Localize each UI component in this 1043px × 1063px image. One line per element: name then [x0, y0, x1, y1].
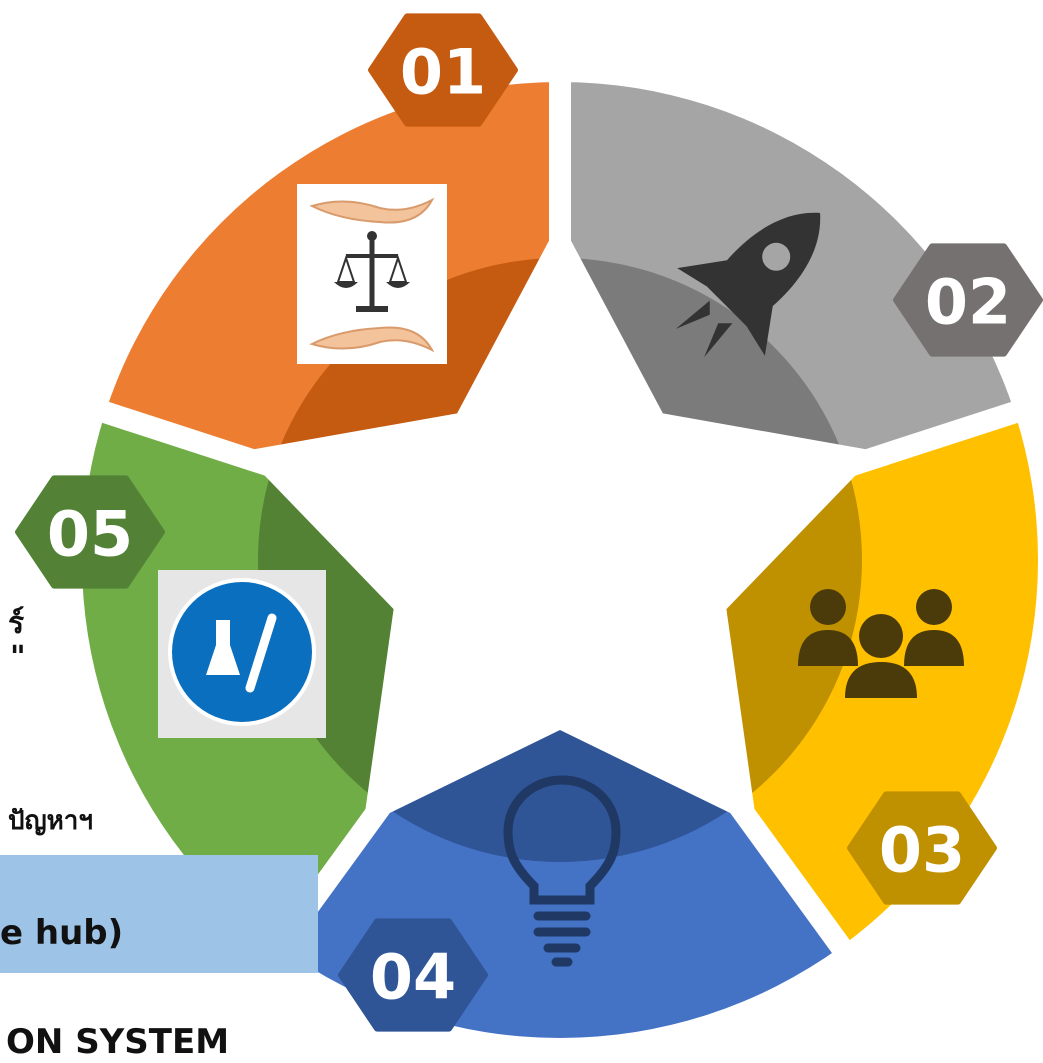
left-text-fragment-3: ปัญหาฯ — [8, 806, 93, 836]
bottom-text: ON SYSTEM — [6, 1022, 230, 1062]
badge-hexagon — [847, 791, 997, 905]
badge-number: 03 — [879, 814, 965, 887]
badge-01: 01 — [368, 13, 518, 127]
rocket-icon — [675, 212, 821, 358]
badge-number: 05 — [47, 498, 133, 571]
badge-hexagon — [15, 475, 165, 589]
badge-03: 03 — [847, 791, 997, 905]
left-text-fragment-1: ร์ — [8, 606, 25, 641]
badge-05: 05 — [15, 475, 165, 589]
lightbulb-icon — [503, 775, 621, 967]
badge-hexagon — [338, 918, 488, 1032]
badge-04: 04 — [338, 918, 488, 1032]
badge-02: 02 — [893, 243, 1043, 357]
highlight-box: e hub) — [0, 855, 318, 973]
badge-hexagon — [893, 243, 1043, 357]
badge-hexagon — [368, 13, 518, 127]
left-text-fragment-2: " — [10, 640, 26, 675]
badge-number: 01 — [400, 36, 486, 109]
people-group-icon — [798, 589, 964, 698]
center-star — [356, 366, 764, 754]
justice-hands-icon — [297, 184, 447, 364]
badge-number: 02 — [925, 266, 1011, 339]
badge-number: 04 — [370, 941, 456, 1014]
science-flask-icon — [158, 570, 326, 738]
highlight-text: e hub) — [0, 913, 124, 953]
